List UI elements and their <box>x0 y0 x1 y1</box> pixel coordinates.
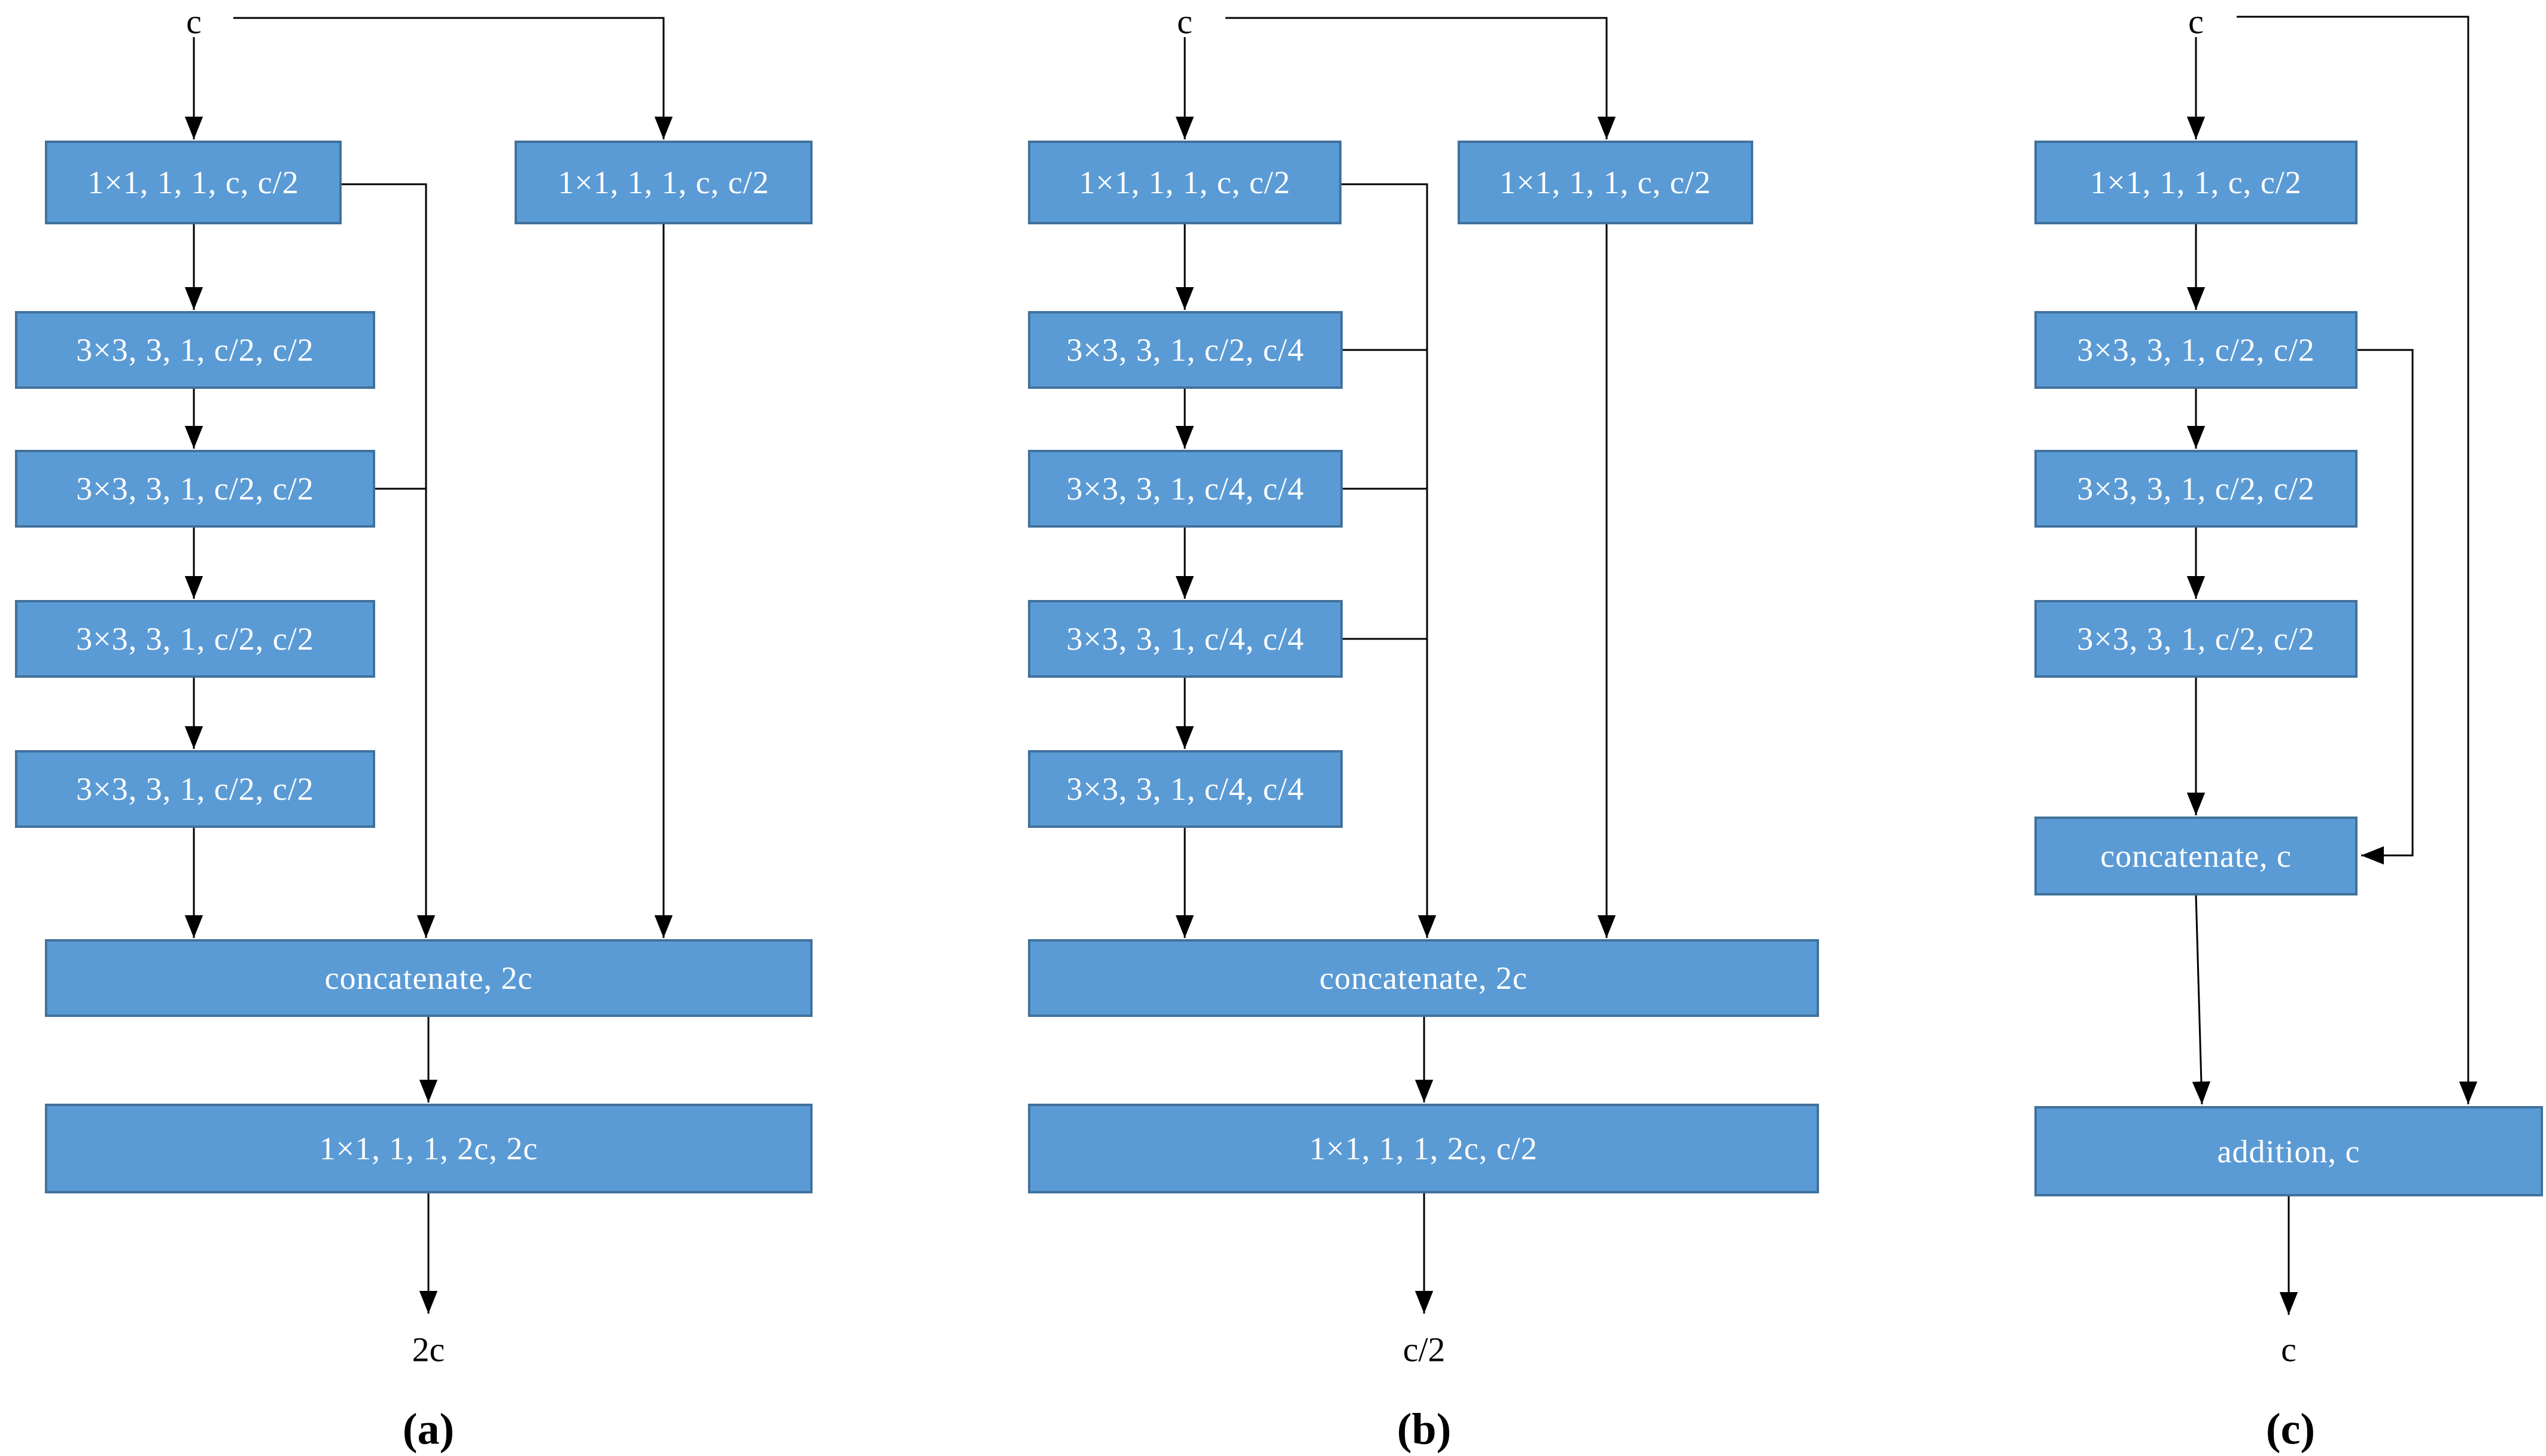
conv1x1-output-box: 1×1, 1, 1, 2c, c/2 <box>1028 1104 1819 1193</box>
conv3x3-box: 3×3, 3, 1, c/4, c/4 <box>1028 600 1343 678</box>
connector-a-7 <box>342 183 436 938</box>
output-label: 2c <box>412 1330 445 1369</box>
connector-b-1 <box>1225 17 1616 139</box>
conv3x3-box: 3×3, 3, 1, c/2, c/2 <box>15 600 375 678</box>
input-label: c <box>186 2 202 41</box>
output-label: c <box>2281 1330 2296 1369</box>
conv3x3-box: 3×3, 3, 1, c/2, c/2 <box>2034 600 2358 678</box>
input-label: c <box>2188 2 2204 41</box>
output-label: c/2 <box>1403 1330 1446 1369</box>
connector-c-6 <box>2358 349 2414 865</box>
conv1x1-box: 1×1, 1, 1, c, c/2 <box>515 141 813 224</box>
conv1x1-box: 1×1, 1, 1, c, c/2 <box>45 141 342 224</box>
connector-c-7 <box>2192 895 2211 1105</box>
subfigure-caption: (a) <box>402 1405 455 1454</box>
addition-box: addition, c <box>2034 1106 2543 1196</box>
input-label: c <box>1177 2 1193 41</box>
conv1x1-box: 1×1, 1, 1, c, c/2 <box>2034 141 2358 224</box>
connector-a-1 <box>233 17 673 139</box>
conv3x3-box: 3×3, 3, 1, c/2, c/2 <box>15 311 375 389</box>
connector-c-1 <box>2237 16 2478 1104</box>
concatenate-box: concatenate, c <box>2034 817 2358 895</box>
concatenate-box: concatenate, 2c <box>1028 939 1819 1017</box>
conv3x3-box: 3×3, 3, 1, c/4, c/4 <box>1028 450 1343 528</box>
conv1x1-box: 1×1, 1, 1, c, c/2 <box>1458 141 1753 224</box>
conv3x3-box: 3×3, 3, 1, c/2, c/4 <box>1028 311 1343 389</box>
conv3x3-box: 3×3, 3, 1, c/2, c/2 <box>2034 311 2358 389</box>
concatenate-box: concatenate, 2c <box>45 939 813 1017</box>
conv3x3-box: 3×3, 3, 1, c/4, c/4 <box>1028 750 1343 828</box>
subfigure-caption: (b) <box>1397 1405 1452 1454</box>
conv3x3-box: 3×3, 3, 1, c/2, c/2 <box>15 750 375 828</box>
conv3x3-box: 3×3, 3, 1, c/2, c/2 <box>2034 450 2358 528</box>
connector-b-7 <box>1342 183 1437 938</box>
subfigure-caption: (c) <box>2265 1405 2316 1454</box>
conv3x3-box: 3×3, 3, 1, c/2, c/2 <box>15 450 375 528</box>
conv1x1-output-box: 1×1, 1, 1, 2c, 2c <box>45 1104 813 1193</box>
conv1x1-box: 1×1, 1, 1, c, c/2 <box>1028 141 1342 224</box>
